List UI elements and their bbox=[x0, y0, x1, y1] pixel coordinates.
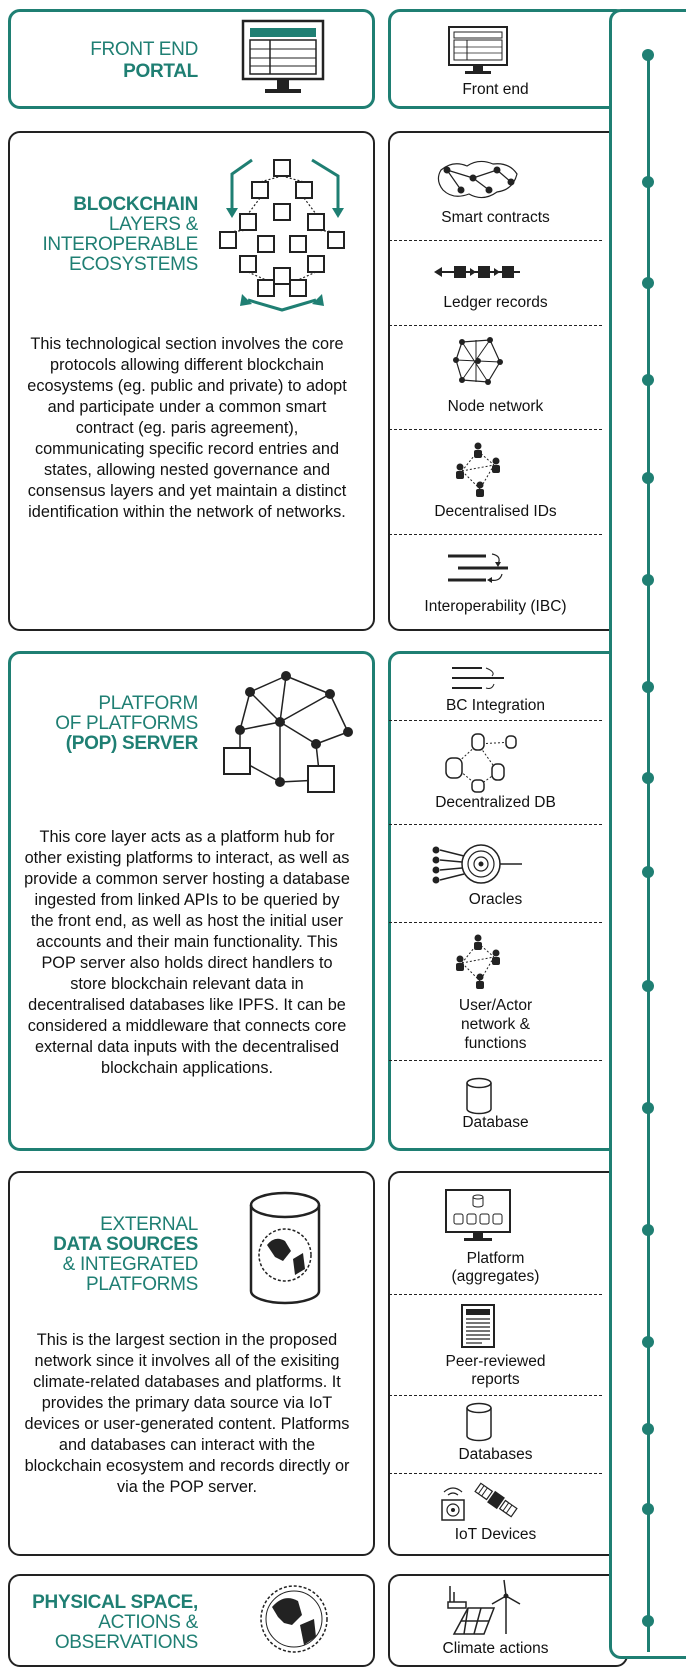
external-title-light-3: PLATFORMS bbox=[85, 1274, 198, 1295]
peer-reviewed-label-1: Peer-reviewed bbox=[445, 1353, 546, 1370]
separator bbox=[389, 429, 602, 430]
pop-title-light-2: OF PLATFORMS bbox=[55, 713, 198, 734]
timeline-dot bbox=[642, 176, 654, 188]
platform-aggregates-icon bbox=[445, 1189, 511, 1241]
bc-integration-label: BC Integration bbox=[445, 697, 546, 714]
physical-title-light-2: OBSERVATIONS bbox=[54, 1632, 198, 1653]
pop-title-light-1: PLATFORM bbox=[98, 693, 198, 714]
separator bbox=[389, 325, 602, 326]
external-title-light-1: EXTERNAL bbox=[100, 1214, 198, 1235]
blockchain-components-cell bbox=[388, 131, 628, 631]
external-description: This is the largest section in the propo… bbox=[24, 1331, 350, 1496]
decentralised-ids-icon bbox=[456, 442, 500, 497]
physical-title-bold: PHYSICAL SPACE, bbox=[32, 1592, 198, 1613]
physical-title-light-1: ACTIONS & bbox=[98, 1612, 198, 1633]
external-components-cell bbox=[388, 1171, 628, 1556]
timeline-line bbox=[647, 52, 650, 1652]
node-network-label: Node network bbox=[447, 398, 544, 415]
monitor-icon-small bbox=[448, 26, 508, 74]
smart-contracts-label: Smart contracts bbox=[441, 209, 550, 226]
climate-actions-label: Climate actions bbox=[442, 1640, 549, 1657]
timeline-dot bbox=[642, 1423, 654, 1435]
front-end-title-light: FRONT END bbox=[90, 39, 198, 60]
ledger-records-icon bbox=[434, 266, 520, 278]
pop-description: This core layer acts as a platform hub f… bbox=[24, 828, 350, 1077]
separator bbox=[389, 1473, 602, 1474]
timeline-dot bbox=[642, 866, 654, 878]
node-network-icon bbox=[453, 337, 503, 385]
pop-components-cell bbox=[388, 651, 628, 1151]
separator bbox=[389, 1294, 602, 1295]
monitor-icon bbox=[241, 19, 325, 93]
database-icon bbox=[466, 1077, 492, 1115]
decentralised-ids-label: Decentralised IDs bbox=[434, 503, 557, 520]
iot-devices-label: IoT Devices bbox=[454, 1526, 537, 1543]
separator bbox=[389, 1395, 602, 1396]
databases-icon bbox=[466, 1402, 492, 1442]
platform-label-2: (aggregates) bbox=[451, 1268, 540, 1285]
external-data-panel bbox=[8, 1171, 375, 1556]
timeline-dot bbox=[642, 574, 654, 586]
peer-reviewed-label-2: reports bbox=[471, 1371, 520, 1388]
bc-integration-icon bbox=[452, 667, 504, 689]
physical-components-cell bbox=[388, 1574, 628, 1667]
timeline-dot bbox=[642, 681, 654, 693]
oracles-label: Oracles bbox=[468, 891, 523, 908]
user-actor-label-2: network & bbox=[461, 1016, 530, 1033]
timeline-dot bbox=[642, 980, 654, 992]
timeline-dot bbox=[642, 472, 654, 484]
ledger-records-label: Ledger records bbox=[443, 294, 548, 311]
timeline-dot bbox=[642, 1102, 654, 1114]
timeline-dot bbox=[642, 277, 654, 289]
pop-server-panel bbox=[8, 651, 375, 1151]
separator bbox=[389, 240, 602, 241]
blockchain-title-light-1: LAYERS & bbox=[108, 214, 198, 235]
front-end-title-bold: PORTAL bbox=[123, 61, 198, 82]
timeline-dot bbox=[642, 1336, 654, 1348]
user-actor-label-1: User/Actor bbox=[458, 997, 533, 1014]
timeline-dot bbox=[642, 1503, 654, 1515]
separator bbox=[389, 922, 602, 923]
oracles-icon bbox=[432, 844, 522, 884]
blockchain-title-light-3: ECOSYSTEMS bbox=[69, 254, 198, 275]
timeline-dot bbox=[642, 49, 654, 61]
pop-title-bold: (POP) SERVER bbox=[65, 733, 199, 754]
separator bbox=[389, 1060, 602, 1061]
decentralized-db-label: Decentralized DB bbox=[435, 794, 556, 811]
decentralized-db-icon bbox=[445, 733, 517, 793]
blockchain-cubes-icon bbox=[219, 158, 345, 312]
user-actor-network-icon bbox=[456, 934, 500, 989]
separator bbox=[389, 824, 602, 825]
external-title-bold: DATA SOURCES bbox=[53, 1234, 198, 1255]
timeline-dot bbox=[642, 374, 654, 386]
external-title-light-2: & INTEGRATED bbox=[62, 1254, 199, 1275]
separator bbox=[389, 720, 602, 721]
interoperability-label: Interoperability (IBC) bbox=[424, 598, 567, 615]
blockchain-title-bold: BLOCKCHAIN bbox=[73, 194, 198, 215]
platform-network-icon bbox=[223, 671, 353, 793]
smart-contracts-icon bbox=[437, 160, 518, 199]
timeline-dot bbox=[642, 772, 654, 784]
blockchain-description: This technological section involves the … bbox=[27, 335, 347, 521]
user-actor-label-3: functions bbox=[464, 1035, 527, 1052]
iot-devices-icon bbox=[441, 1482, 518, 1521]
separator bbox=[389, 534, 602, 535]
front-end-label: Front end bbox=[462, 81, 529, 98]
climate-actions-icon bbox=[447, 1579, 521, 1635]
blockchain-title-light-2: INTEROPERABLE bbox=[42, 234, 198, 255]
interoperability-icon bbox=[448, 553, 508, 583]
database-globe-icon bbox=[249, 1191, 321, 1305]
databases-label: Databases bbox=[458, 1446, 533, 1463]
globe-icon bbox=[260, 1585, 328, 1653]
timeline-dot bbox=[642, 1224, 654, 1236]
timeline-dot bbox=[642, 1615, 654, 1627]
platform-label-1: Platform bbox=[466, 1250, 525, 1267]
database-label: Database bbox=[462, 1114, 529, 1131]
peer-reviewed-reports-icon bbox=[461, 1304, 495, 1348]
